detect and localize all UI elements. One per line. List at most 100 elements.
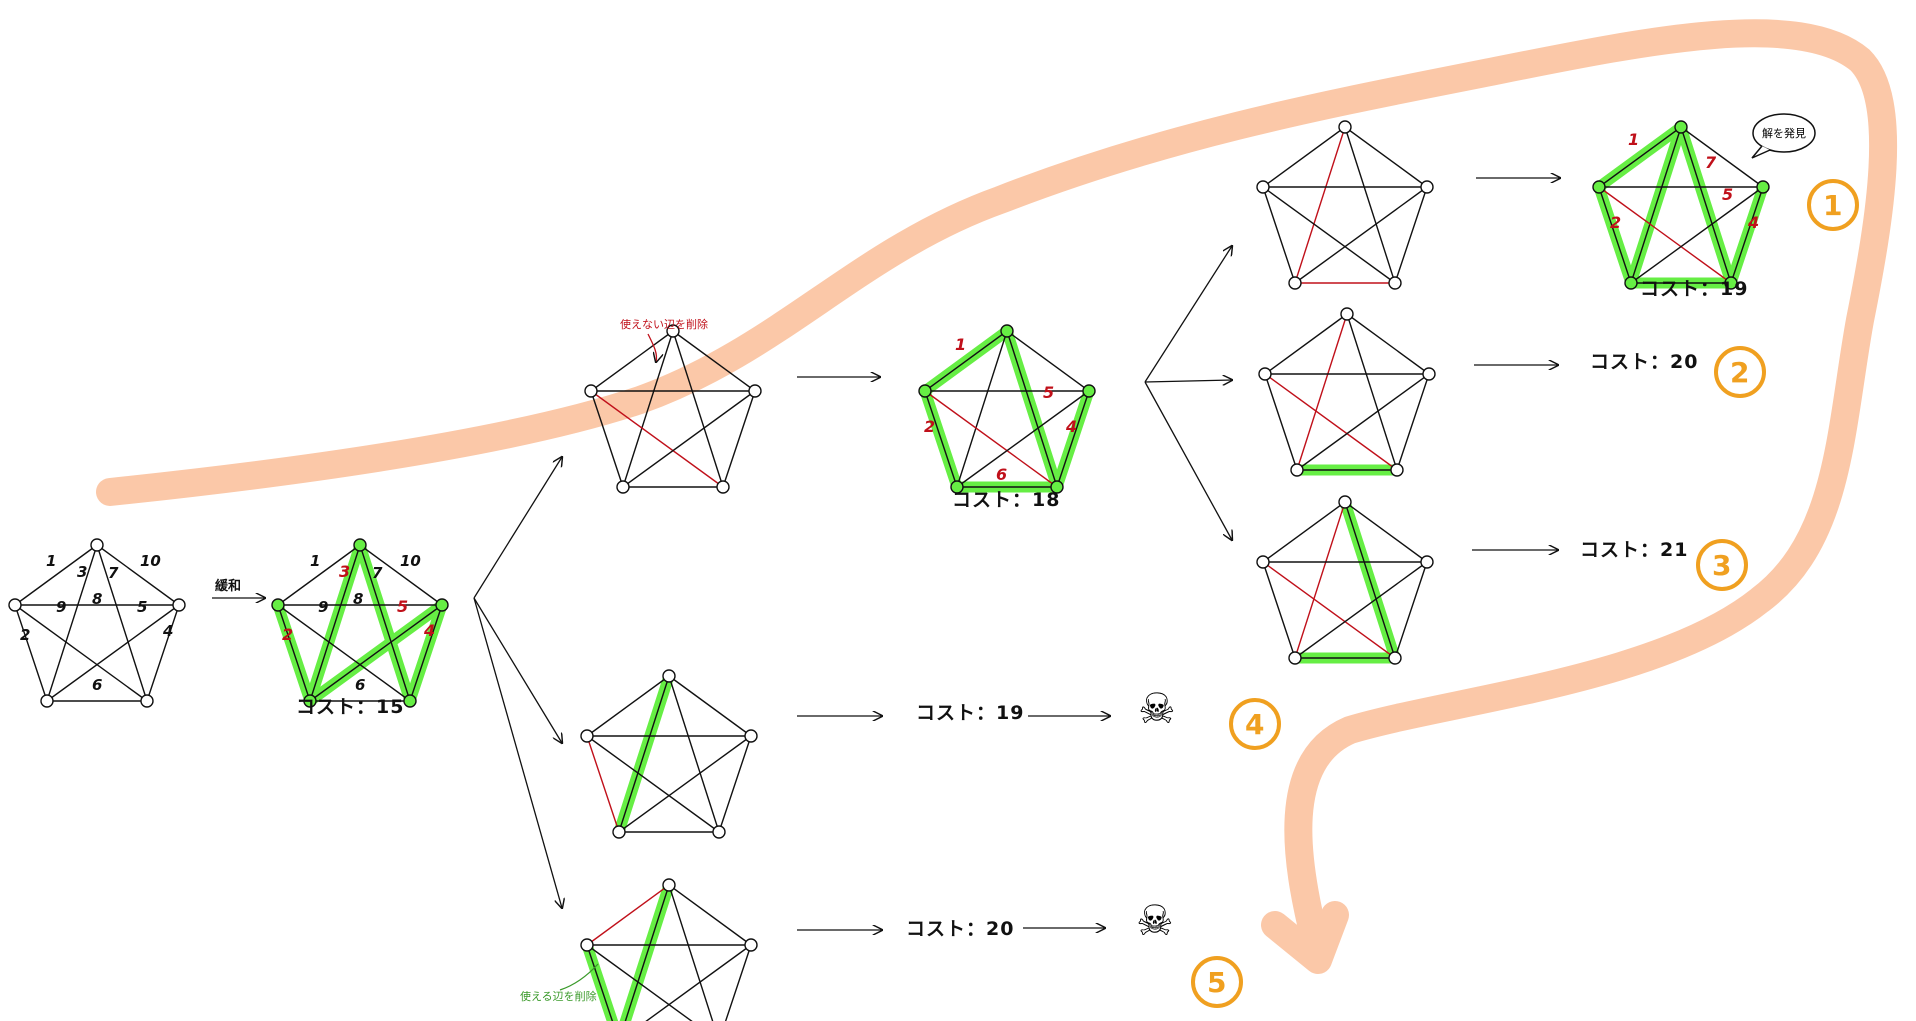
graph-node [8,598,22,612]
relaxed-edge-weights: 1 10 3 7 9 8 5 2 4 6 [282,552,435,694]
graph-node [716,480,730,494]
graph-level2-bot [580,878,758,1021]
search-order-arrowhead [1261,901,1349,974]
graph-edge [1344,501,1396,659]
search-order-path [96,19,1898,954]
graph-edge [1264,313,1348,375]
graph-edge [1294,561,1428,659]
graph-edge [668,675,752,737]
svg-text:9: 9 [56,598,66,616]
graph-edge [618,675,670,833]
graph-edge [668,675,720,833]
order-circle-2: 2 [1714,346,1766,398]
graph-node [271,598,285,612]
graph-level2-mid [580,669,758,839]
pruned-skull-icon: ☠ [1138,684,1176,733]
svg-text:1: 1 [46,552,56,570]
graph-node [580,938,594,952]
graph-level2-top [584,324,762,494]
svg-text:8: 8 [92,590,102,608]
graph-edge [1294,186,1428,284]
cost-leaf1: コスト：19 [1640,278,1748,300]
graph-edge [1346,313,1398,471]
graph-node [744,729,758,743]
flow-arrow [1144,246,1232,383]
graph-edge [1344,126,1396,284]
level2-top-edge-weights: 1 5 2 4 6 [924,335,1077,484]
graph-edge [1262,561,1296,659]
graph-edge [14,604,148,702]
graph-leaf1-input [1256,120,1434,290]
graph-node [584,384,598,398]
flow-arrow [1144,380,1232,382]
graph-node [1674,120,1688,134]
graph-edge [672,330,724,488]
flow-arrow [473,457,562,599]
highlight-edge [619,879,675,1021]
graph-node [918,384,932,398]
graph-node [1288,651,1302,665]
svg-text:3: 3 [1712,549,1731,582]
graph-node [1050,480,1064,494]
graph-edge [1262,126,1346,188]
graph-node [616,480,630,494]
svg-text:2: 2 [20,626,30,644]
graph-leaf1-solution [1592,120,1770,290]
graph-leaf3 [1256,495,1434,665]
graph-edge [1264,373,1298,471]
graph-node [1256,555,1270,569]
graph-edge [1296,373,1430,471]
graph-node [1338,120,1352,134]
graph-node [353,538,367,552]
graph-node [90,538,104,552]
svg-text:4: 4 [162,622,173,640]
graph-edge [956,390,1090,488]
graph-edge [1396,373,1430,471]
relax-label: 緩和 [215,578,241,594]
graph-node [1082,384,1096,398]
graph-edge [359,544,411,702]
flow-arrow [473,597,562,743]
graph-edge [590,330,674,392]
svg-text:5: 5 [1722,185,1733,204]
graph-relaxed [271,538,449,708]
graph-edge [724,944,752,1021]
graph-edge [46,604,180,702]
graph-edge [309,544,361,702]
graph-node [950,480,964,494]
svg-text:6: 6 [996,465,1007,484]
removed-edge [586,884,670,946]
graph-edge [586,735,720,833]
graph-node [1258,367,1272,381]
graph-edge [645,944,752,1021]
svg-text:3: 3 [339,562,350,581]
graph-edge [622,330,674,488]
graph-edge [1262,186,1296,284]
graph-edge [590,390,624,488]
graph-edge [277,544,361,606]
cost-root: コスト：15 [296,696,404,718]
svg-text:8: 8 [353,590,363,608]
removed-edge [1598,186,1732,284]
order-circle-3: 3 [1696,539,1748,591]
note-usable-edge: 使える辺を削除 [520,989,597,1003]
svg-text:解を発見: 解を発見 [1762,126,1806,140]
graph-edge [96,544,148,702]
svg-text:4: 4 [423,621,435,640]
graph-node [1000,324,1014,338]
svg-text:2: 2 [282,625,293,644]
graph-edge [146,604,180,702]
svg-text:5: 5 [137,598,147,616]
svg-text:5: 5 [397,597,408,616]
graph-node [1390,463,1404,477]
graph-node [1388,651,1402,665]
note-unusable-edge: 使えない辺を削除 [620,317,708,331]
graph-node [172,598,186,612]
svg-text:1: 1 [310,552,320,570]
leaf1-edge-weights: 1 7 5 2 4 [1610,130,1759,232]
graph-node [1388,276,1402,290]
graph-edge [1344,501,1428,563]
graph-edge [586,944,693,1021]
removed-edge [924,390,1058,488]
flow-arrow [473,597,562,908]
